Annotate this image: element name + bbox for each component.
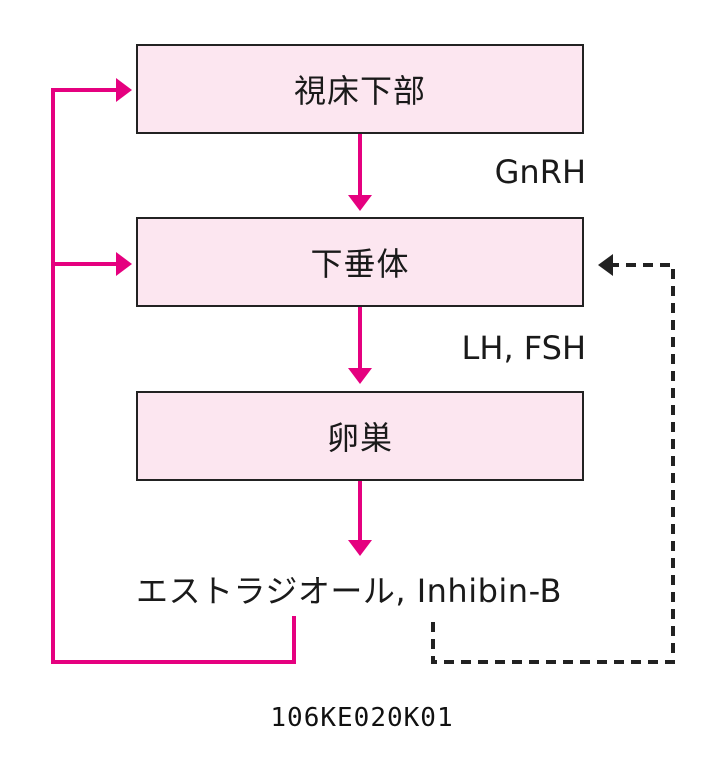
box-pituitary-label: 下垂体 <box>310 245 410 283</box>
signal-label-lh-fsh: LH, FSH <box>461 329 586 367</box>
feedback-loop-solid <box>51 78 296 664</box>
signal-label-gnrh: GnRH <box>494 153 586 191</box>
signal-label-ovarian-hormones: エストラジオール, Inhibin-B <box>136 572 562 610</box>
arrow-pituitary-to-ovary <box>348 307 372 384</box>
box-pituitary: 下垂体 <box>136 217 584 307</box>
feedback-loop-dashed <box>431 254 675 664</box>
feedback-arrowhead-pituitary <box>116 252 132 276</box>
feedback-arrowhead-hypothalamus <box>116 78 132 102</box>
box-hypothalamus: 視床下部 <box>136 44 584 134</box>
figure-caption: 106KE020K01 <box>270 703 454 733</box>
box-ovary: 卵巣 <box>136 391 584 481</box>
dashed-arrowhead-pituitary <box>598 254 613 276</box>
arrow-ovary-to-hormones <box>348 481 372 556</box>
box-ovary-label: 卵巣 <box>326 419 393 457</box>
arrow-hypothalamus-to-pituitary <box>348 134 372 211</box>
box-hypothalamus-label: 視床下部 <box>293 72 426 110</box>
